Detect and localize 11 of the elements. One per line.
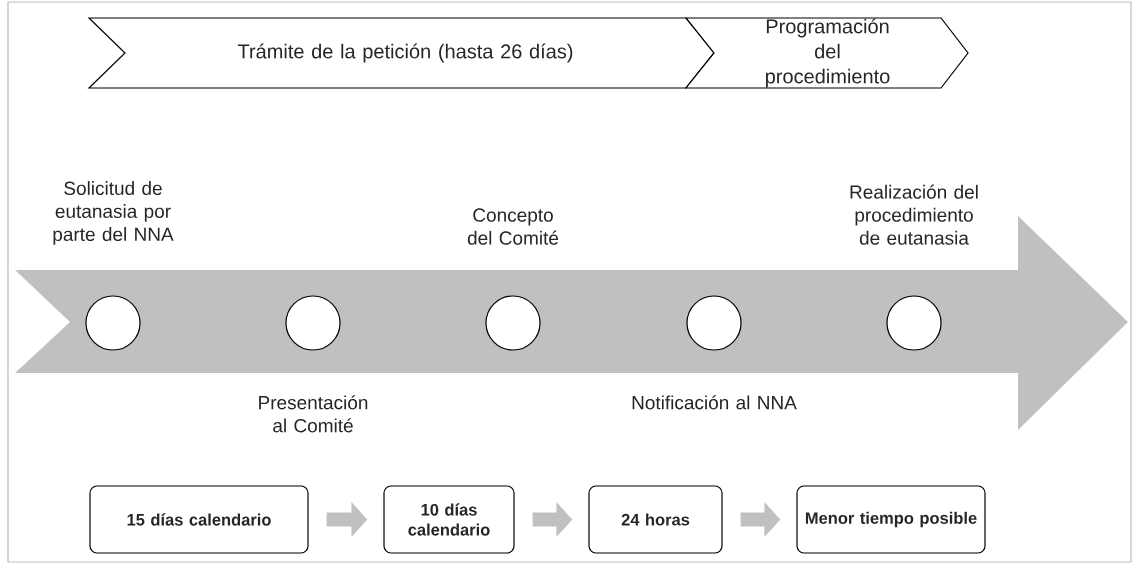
duration-box: 15 días calendario — [89, 485, 309, 554]
duration-box: Menor tiempo posible — [796, 485, 986, 554]
milestone-label: Concepto del Comité — [467, 208, 559, 245]
milestone-label: Notificación al NNA — [632, 395, 797, 410]
duration-box: 24 horas — [588, 485, 723, 554]
milestone-label: Presentación al Comité — [259, 395, 368, 433]
milestone-label: Realización del procedimiento de eutanasia — [850, 184, 978, 245]
milestone-label: Solicitud de eutanasia por parte del NNA — [53, 181, 174, 245]
chevron-step: Trámite de la petición (hasta 26 días) — [87, 17, 715, 89]
duration-box: 10 días calendario — [383, 485, 515, 554]
chevron-step: Programación del procedimiento — [684, 17, 969, 89]
